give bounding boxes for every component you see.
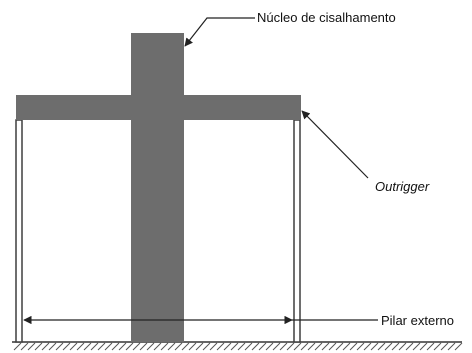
core-label: Núcleo de cisalhamento	[257, 10, 396, 25]
ground-hatch-line	[209, 342, 218, 351]
ground-hatch-line	[55, 342, 64, 351]
ground-hatch-line	[426, 342, 435, 351]
ground-hatch-line	[258, 342, 267, 351]
ground-hatch-line	[251, 342, 260, 351]
external-column-label: Pilar externo	[381, 313, 454, 328]
ground-hatch-line	[384, 342, 393, 351]
ground-hatch-line	[139, 342, 148, 351]
ground-hatch-line	[314, 342, 323, 351]
right-external-column	[293, 119, 301, 343]
ground-hatch-line	[202, 342, 211, 351]
ground-hatch-line	[349, 342, 358, 351]
ground-hatch-line	[48, 342, 57, 351]
ground-hatch-line	[230, 342, 239, 351]
ground-hatch-line	[83, 342, 92, 351]
ground-hatch-line	[244, 342, 253, 351]
ground-hatch-line	[342, 342, 351, 351]
ground-hatch-line	[433, 342, 442, 351]
ground-hatch-line	[188, 342, 197, 351]
ground-hatch-line	[279, 342, 288, 351]
ground-hatch-line	[377, 342, 386, 351]
ground-hatch-line	[223, 342, 232, 351]
ground-hatch-line	[195, 342, 204, 351]
ground-hatch-line	[13, 342, 22, 351]
ground-hatch-line	[20, 342, 29, 351]
ground-hatch-line	[76, 342, 85, 351]
ground-hatch-line	[125, 342, 134, 351]
ground-hatch-line	[454, 342, 463, 351]
ground-hatch-line	[132, 342, 141, 351]
ground-hatch-line	[41, 342, 50, 351]
ground-hatch-line	[398, 342, 407, 351]
ground-hatch-line	[335, 342, 344, 351]
ground-hatch-line	[391, 342, 400, 351]
ground-hatch-line	[104, 342, 113, 351]
ground-hatch-line	[328, 342, 337, 351]
ground-hatch-line	[69, 342, 78, 351]
outrigger-label: Outrigger	[375, 179, 430, 194]
ground-hatch-line	[265, 342, 274, 351]
ground-hatch-line	[356, 342, 365, 351]
ground-hatch-line	[300, 342, 309, 351]
ground-hatch-line	[321, 342, 330, 351]
ground-hatch-line	[286, 342, 295, 351]
shear-core	[131, 33, 184, 342]
ground-hatch-line	[97, 342, 106, 351]
ground-hatch-line	[216, 342, 225, 351]
ground-hatch-line	[419, 342, 428, 351]
ground-hatch-line	[118, 342, 127, 351]
ground-hatch-line	[167, 342, 176, 351]
ground-hatch-line	[363, 342, 372, 351]
ground-hatch-line	[111, 342, 120, 351]
outrigger-label-leader	[301, 110, 369, 179]
core-label-leader	[184, 17, 255, 47]
ground-hatch-line	[146, 342, 155, 351]
ground-hatch-line	[160, 342, 169, 351]
ground-hatch-line	[370, 342, 379, 351]
ground-hatch-line	[447, 342, 456, 351]
ground-hatch-line	[272, 342, 281, 351]
ground-hatch-line	[34, 342, 43, 351]
ground-hatch-line	[27, 342, 36, 351]
ground-hatch-line	[405, 342, 414, 351]
ground-hatch-line	[237, 342, 246, 351]
ground-hatch-line	[412, 342, 421, 351]
ground-hatch-line	[153, 342, 162, 351]
ground-hatch-line	[307, 342, 316, 351]
ground-hatch-line	[181, 342, 190, 351]
ground-hatch-line	[90, 342, 99, 351]
ground-hatch-line	[174, 342, 183, 351]
left-external-column	[15, 119, 23, 343]
ground-hatch-line	[440, 342, 449, 351]
ground-hatch-line	[293, 342, 302, 351]
ground-base	[12, 341, 463, 351]
ground-hatch-line	[62, 342, 71, 351]
